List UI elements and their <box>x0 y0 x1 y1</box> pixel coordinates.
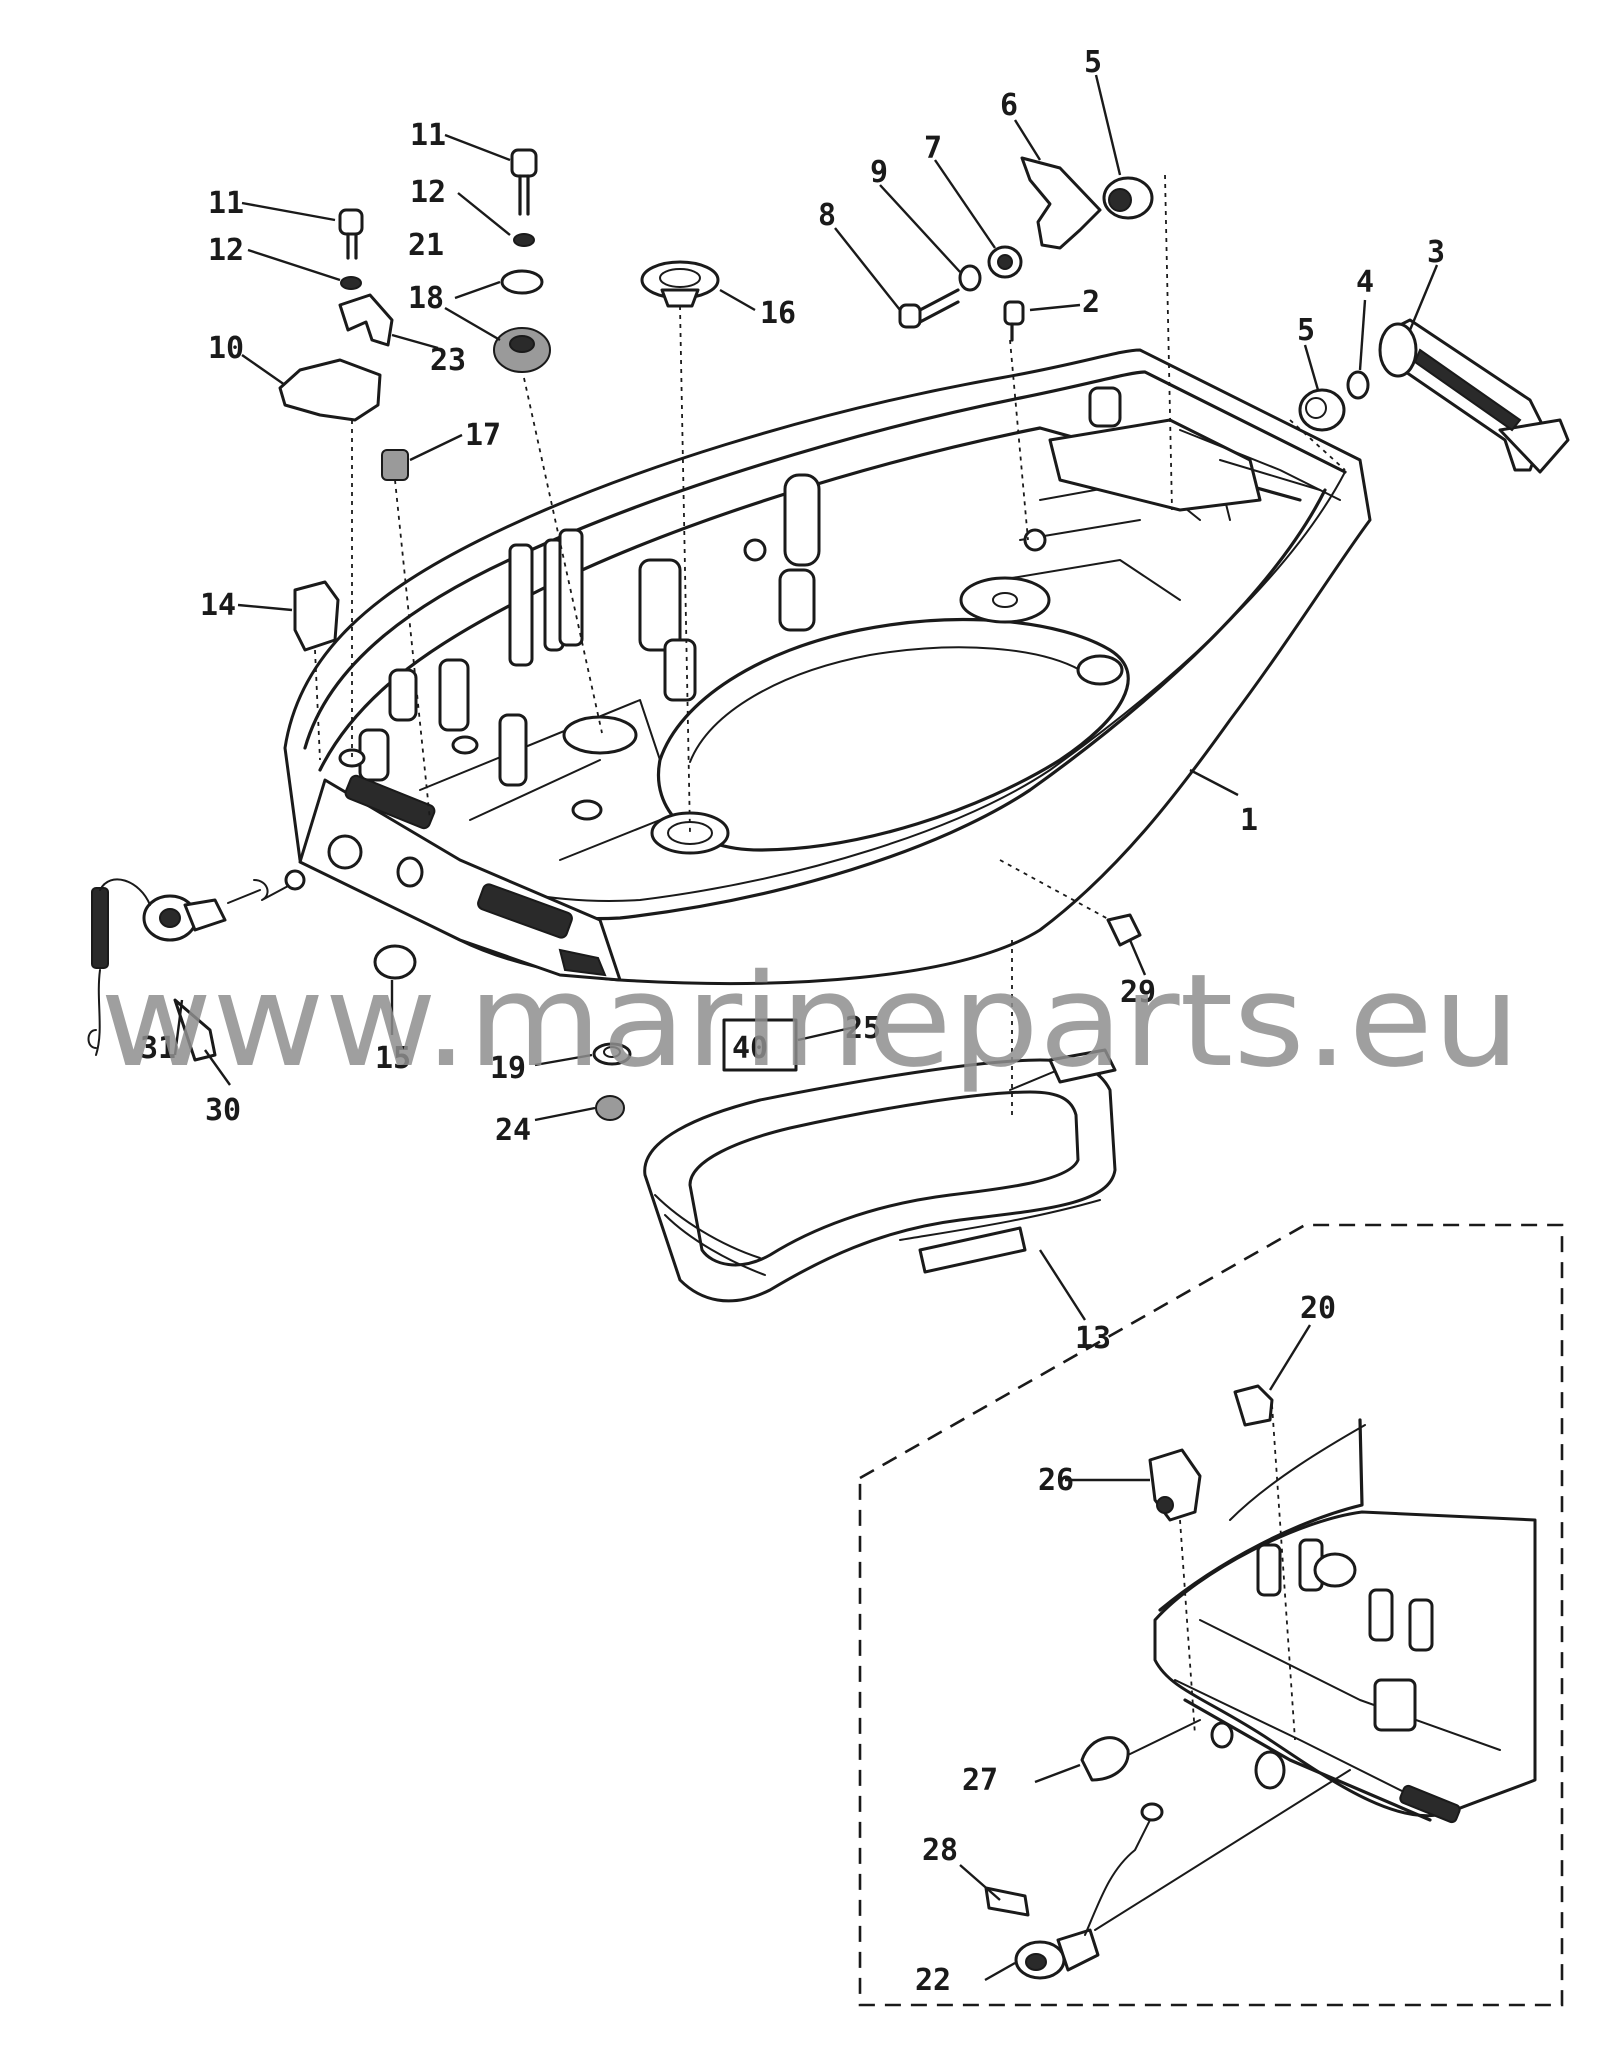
callout-5-rear: 5 <box>1297 313 1315 348</box>
callout-12-left: 12 <box>208 233 244 268</box>
callout-26: 26 <box>1038 1463 1074 1498</box>
part-5-bushing-rear <box>1298 388 1346 432</box>
callout-4: 4 <box>1356 265 1374 300</box>
callout-23: 23 <box>430 343 466 378</box>
part-21-washer <box>500 269 544 295</box>
callout-24: 24 <box>495 1113 531 1148</box>
callout-7: 7 <box>924 131 942 166</box>
callout-1: 1 <box>1240 803 1258 838</box>
callout-leaders <box>173 74 1439 1982</box>
callout-13: 13 <box>1075 1321 1111 1356</box>
part-8-bolt <box>898 288 960 329</box>
part-14-cap <box>293 580 340 652</box>
decal-text: 40 <box>732 1031 768 1066</box>
callout-28: 28 <box>922 1833 958 1868</box>
callout-30: 30 <box>205 1093 241 1128</box>
part-10-bracket <box>278 358 382 422</box>
part-15-plug <box>373 944 417 980</box>
bottom-cowling <box>283 348 1372 985</box>
callout-11-right: 11 <box>410 118 446 153</box>
callout-15: 15 <box>375 1041 411 1076</box>
callout-20: 20 <box>1300 1291 1336 1326</box>
part-12-washer-right <box>513 233 535 247</box>
part-26-cap <box>1148 1448 1202 1522</box>
link-ring <box>284 869 306 891</box>
callout-12-right: 12 <box>410 175 446 210</box>
assembly-paths <box>314 174 1346 1120</box>
part-9-washer <box>958 264 982 292</box>
callout-6: 6 <box>1000 88 1018 123</box>
callout-29: 29 <box>1120 975 1156 1010</box>
part-12-washer-left <box>340 276 362 290</box>
callout-14: 14 <box>200 588 236 623</box>
part-6-bracket <box>1020 156 1102 250</box>
part-7-washer <box>987 245 1023 279</box>
part-27-plug <box>1080 1736 1130 1782</box>
callout-25: 25 <box>845 1011 881 1046</box>
part-22-kill-switch <box>1014 1802 1164 1980</box>
part-28-label <box>984 1886 1030 1917</box>
part-18-grommet <box>493 327 551 373</box>
part-19-grommet <box>592 1042 632 1066</box>
part-25-decal: 40 <box>722 1018 798 1072</box>
part-24-nut <box>595 1095 625 1121</box>
callout-3: 3 <box>1427 235 1445 270</box>
callout-17: 17 <box>465 418 501 453</box>
callout-21: 21 <box>408 228 444 263</box>
callout-27: 27 <box>962 1763 998 1798</box>
callout-18: 18 <box>408 281 444 316</box>
callout-9: 9 <box>870 155 888 190</box>
kill-switch-link <box>227 879 291 904</box>
cowling-seal <box>643 1048 1117 1303</box>
callout-10: 10 <box>208 331 244 366</box>
detail-box <box>858 1223 1564 2007</box>
part-20-cap <box>1233 1384 1274 1427</box>
callout-31: 31 <box>140 1031 176 1066</box>
part-5-bushing-top <box>1102 176 1154 220</box>
part-11-bolt-right <box>510 148 538 216</box>
part-2-screw <box>1003 300 1025 342</box>
part-30-kill-switch <box>87 878 227 1062</box>
part-17-nut <box>381 449 409 481</box>
callout-labels: 1 2 3 4 5 5 6 7 8 9 10 11 11 12 12 13 14… <box>140 45 1445 1998</box>
callout-19: 19 <box>490 1051 526 1086</box>
callout-16: 16 <box>760 296 796 331</box>
callout-2: 2 <box>1082 285 1100 320</box>
callout-22: 22 <box>915 1963 951 1998</box>
callout-8: 8 <box>818 198 836 233</box>
part-16-plug <box>640 260 720 308</box>
callout-11-left: 11 <box>208 186 244 221</box>
part-11-bolt-left <box>338 208 364 260</box>
part-3-handle <box>1378 318 1570 474</box>
watermark: www.marineparts.eu <box>100 947 1520 1096</box>
part-23-clip <box>338 293 394 347</box>
part-4-washer <box>1346 370 1370 400</box>
part-29-plug <box>1106 913 1142 947</box>
callout-5-top: 5 <box>1084 45 1102 80</box>
